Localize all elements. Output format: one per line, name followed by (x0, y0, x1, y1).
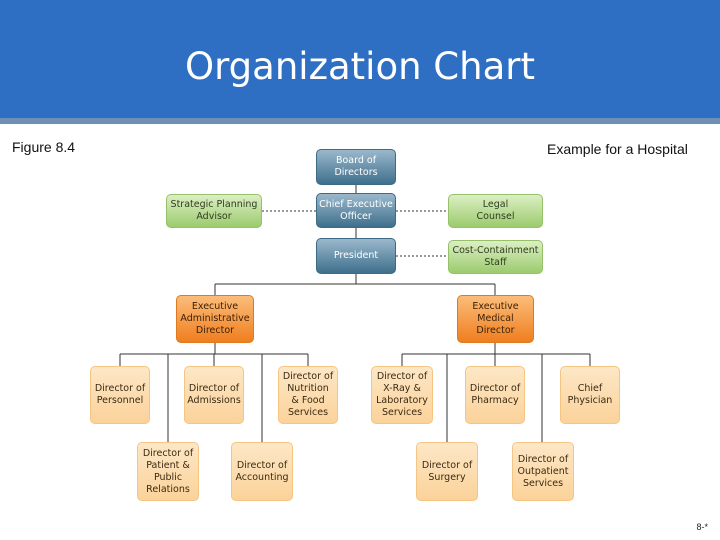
node-chief-executive-officer: Chief Executive Officer (316, 193, 396, 228)
node-board-of-directors: Board of Directors (316, 149, 396, 185)
node-director-of-patient-public-relations: Director of Patient & Public Relations (137, 442, 199, 501)
node-legal-counsel: Legal Counsel (448, 194, 543, 228)
node-director-of-personnel: Director of Personnel (90, 366, 150, 424)
node-executive-medical-director: Executive Medical Director (457, 295, 534, 343)
node-director-of-nutrition-food-services: Director of Nutrition & Food Services (278, 366, 338, 424)
node-strategic-planning-advisor: Strategic Planning Advisor (166, 194, 262, 228)
node-chief-physician: Chief Physician (560, 366, 620, 424)
page-title: Organization Chart (185, 45, 535, 88)
chart-subtitle: Example for a Hospital (547, 141, 688, 157)
node-director-of-admissions: Director of Admissions (184, 366, 244, 424)
node-president: President (316, 238, 396, 274)
node-cost-containment-staff: Cost-Containment Staff (448, 240, 543, 274)
title-banner (0, 0, 720, 118)
node-director-of-xray-laboratory-services: Director of X-Ray & Laboratory Services (371, 366, 433, 424)
node-director-of-accounting: Director of Accounting (231, 442, 293, 501)
banner-divider (0, 118, 720, 124)
node-executive-administrative-director: Executive Administrative Director (176, 295, 254, 343)
page-number: 8-* (696, 522, 708, 532)
node-director-of-surgery: Director of Surgery (416, 442, 478, 501)
node-director-of-outpatient-services: Director of Outpatient Services (512, 442, 574, 501)
figure-label: Figure 8.4 (12, 139, 76, 155)
node-director-of-pharmacy: Director of Pharmacy (465, 366, 525, 424)
